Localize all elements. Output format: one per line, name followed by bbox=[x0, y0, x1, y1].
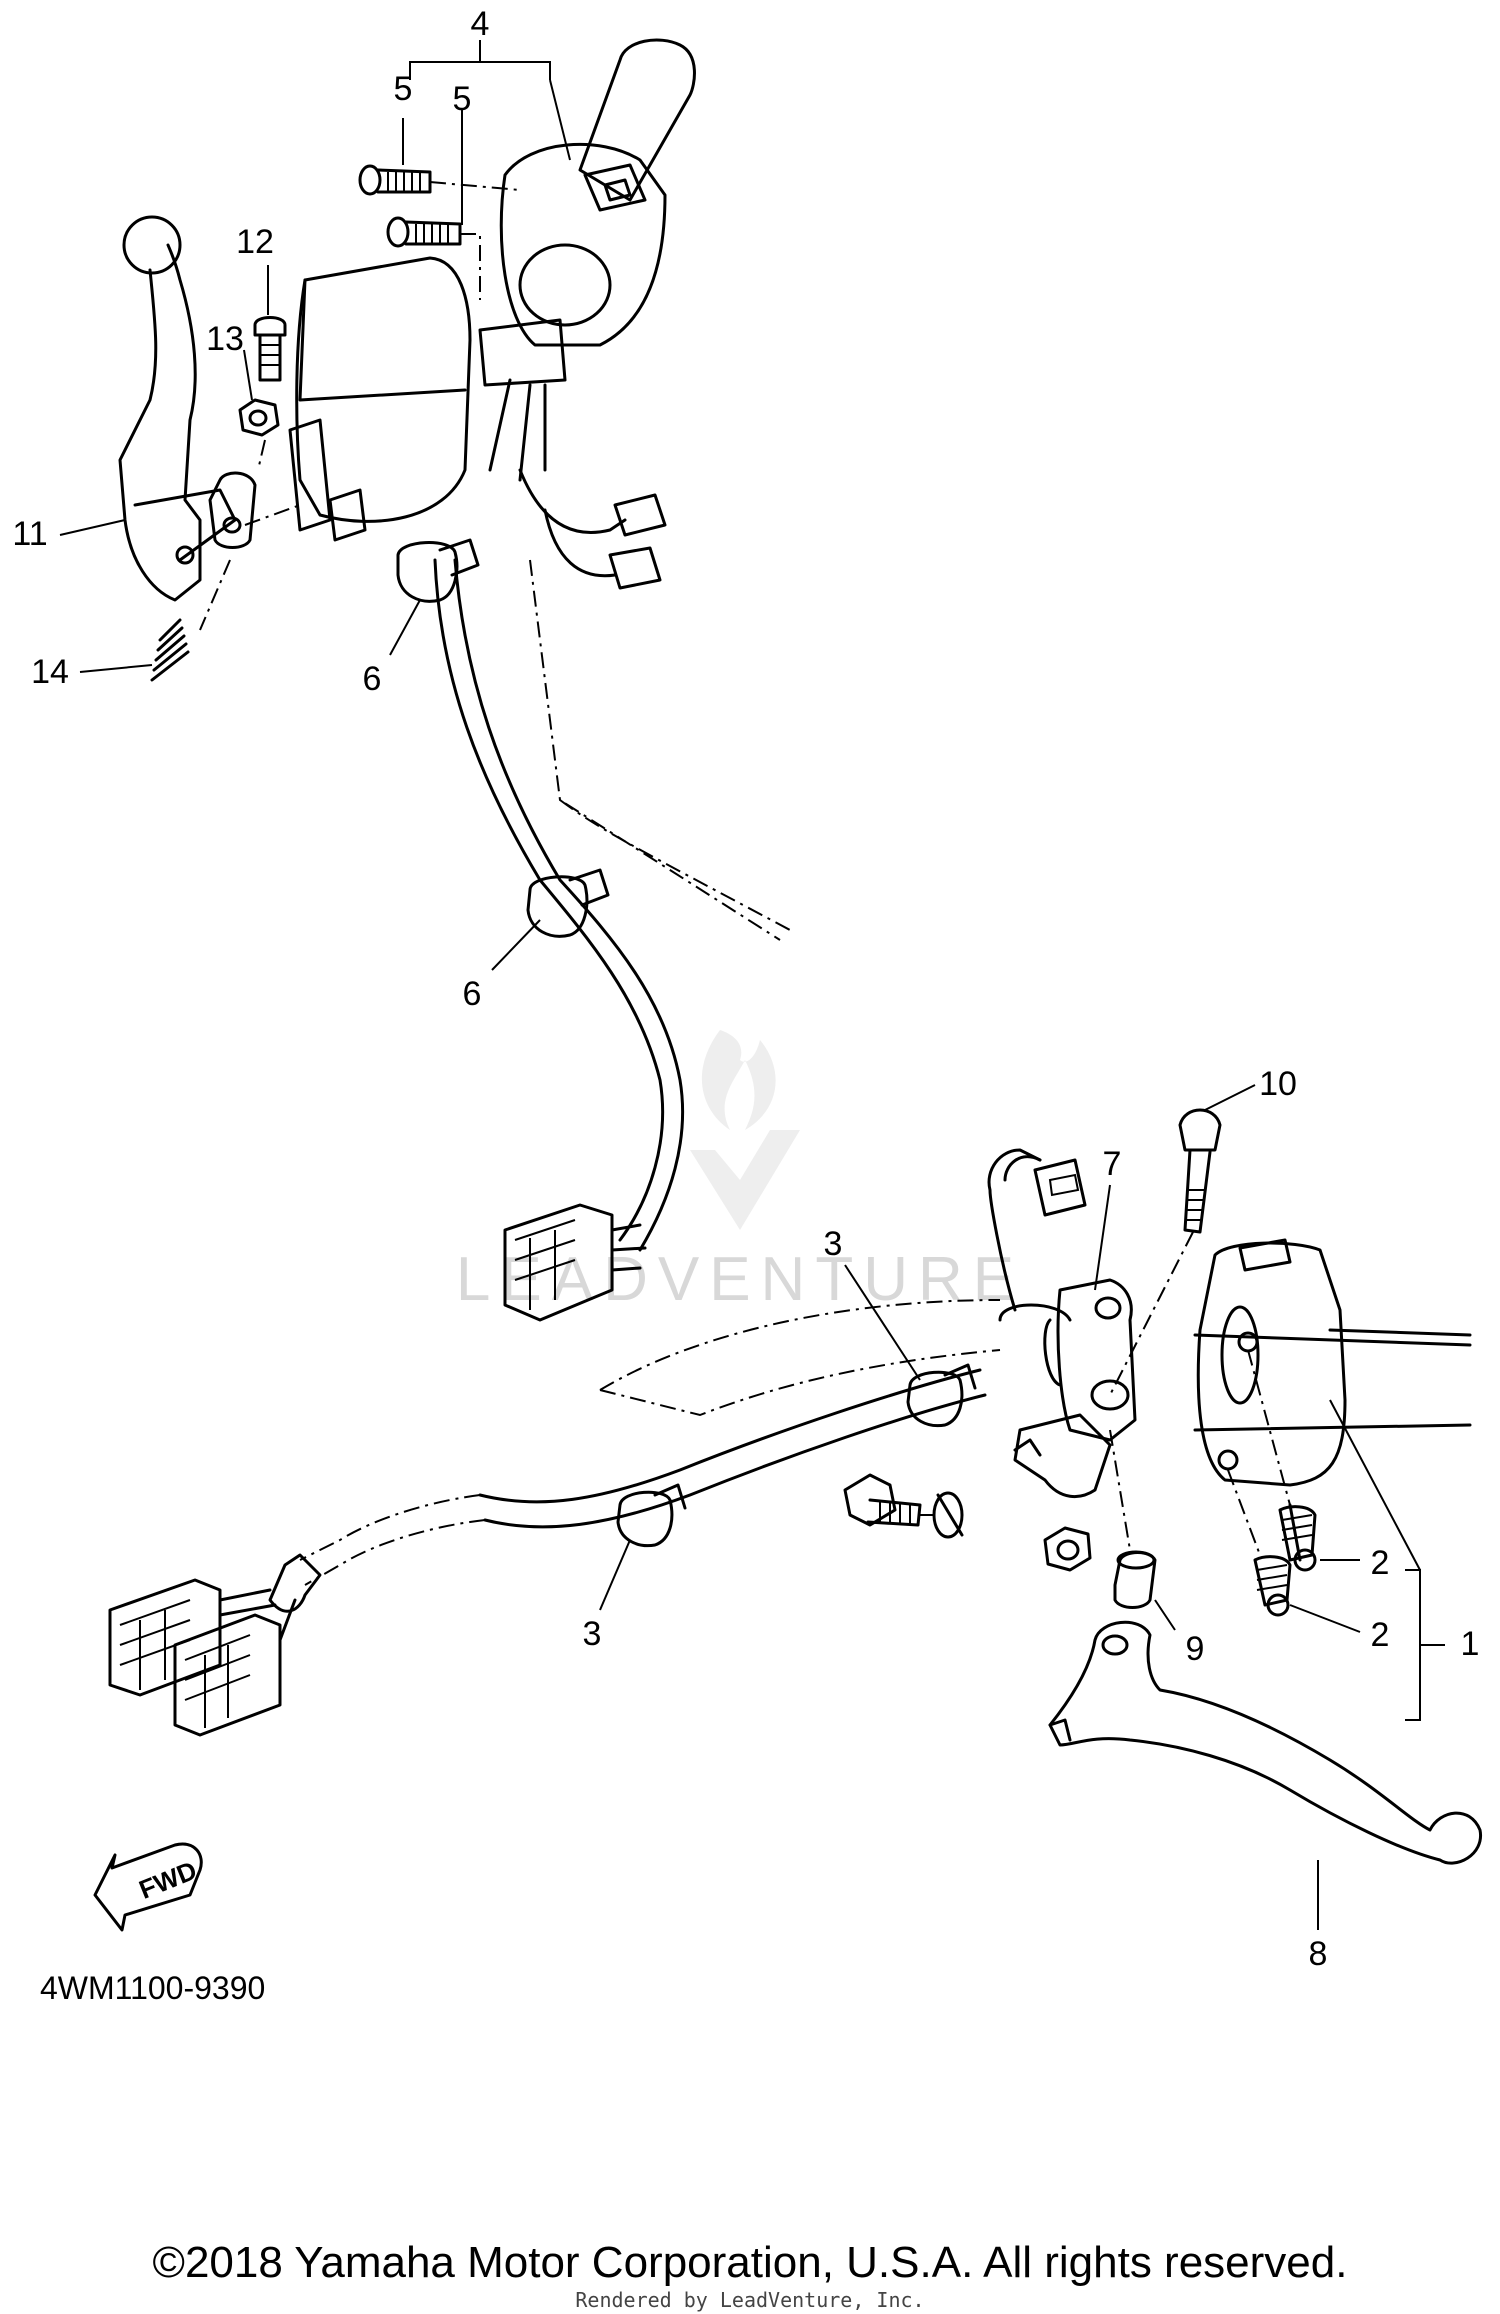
screw-2-upper bbox=[1278, 1503, 1317, 1572]
callout-3a: 3 bbox=[824, 1225, 843, 1263]
washer bbox=[932, 1491, 964, 1539]
nut-13 bbox=[238, 398, 280, 437]
rendered-by: Rendered by LeadVenture, Inc. bbox=[575, 2288, 925, 2312]
fwd-arrow-icon: FWD bbox=[93, 1842, 203, 1932]
callout-8: 8 bbox=[1309, 1935, 1328, 1973]
callout-4: 4 bbox=[471, 5, 490, 43]
callout-6a: 6 bbox=[363, 660, 382, 698]
callout-14: 14 bbox=[31, 653, 69, 691]
leadventure-watermark: LEADVENTURE bbox=[456, 1030, 1024, 1314]
spring-14 bbox=[150, 618, 190, 682]
watermark-text: LEADVENTURE bbox=[456, 1245, 1024, 1314]
callout-11: 11 bbox=[12, 515, 47, 553]
leadventure-logo-icon bbox=[690, 1030, 800, 1230]
right-switch-assembly bbox=[108, 1108, 1482, 1865]
callout-12: 12 bbox=[236, 223, 274, 261]
nut bbox=[1043, 1526, 1092, 1572]
bolt-12 bbox=[253, 316, 287, 382]
copyright-notice: ©2018 Yamaha Motor Corporation, U.S.A. A… bbox=[152, 2238, 1348, 2287]
callout-3b: 3 bbox=[583, 1615, 602, 1653]
callout-2b: 2 bbox=[1371, 1616, 1390, 1654]
callout-1: 1 bbox=[1461, 1625, 1480, 1663]
reference-code: 4WM1100-9390 bbox=[40, 1970, 265, 2006]
collar-9 bbox=[1113, 1550, 1157, 1609]
callout-7: 7 bbox=[1103, 1145, 1122, 1183]
leader-lines bbox=[59, 40, 1445, 1930]
callout-5b: 5 bbox=[453, 80, 472, 118]
brake-lever-8 bbox=[1048, 1620, 1482, 1865]
fwd-label: FWD bbox=[135, 1855, 201, 1905]
callout-2a: 2 bbox=[1371, 1544, 1390, 1582]
screw-2-lower bbox=[1253, 1555, 1292, 1617]
callouts: 4 5 5 12 13 11 14 6 6 10 7 3 3 1 2 2 9 8 bbox=[12, 5, 1479, 1973]
collar bbox=[208, 471, 257, 549]
callout-9: 9 bbox=[1186, 1630, 1205, 1668]
callout-10: 10 bbox=[1259, 1065, 1297, 1103]
screw-5-lower bbox=[386, 216, 462, 248]
clutch-lever-11 bbox=[118, 215, 237, 602]
socket-bolt bbox=[843, 1473, 922, 1527]
callout-13: 13 bbox=[206, 320, 244, 358]
left-switch-assembly bbox=[288, 38, 791, 1322]
bolt-10 bbox=[1178, 1108, 1222, 1234]
screw-5-upper bbox=[358, 164, 432, 196]
callout-5a: 5 bbox=[394, 70, 413, 108]
callout-6b: 6 bbox=[463, 975, 482, 1013]
